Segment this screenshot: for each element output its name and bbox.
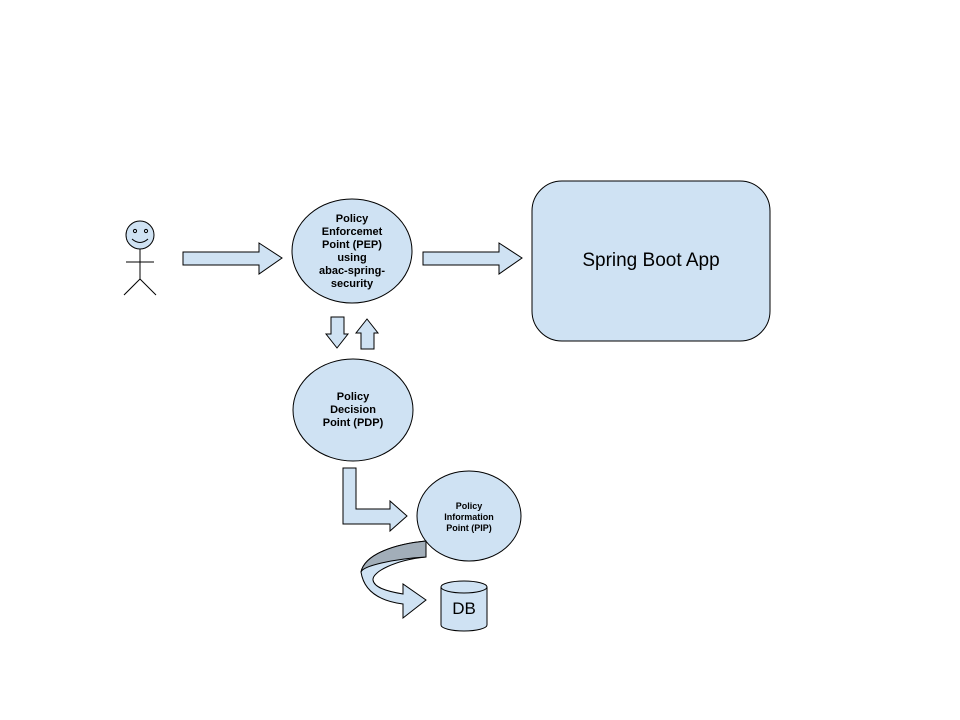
pep-label-line: security (330, 278, 374, 290)
pip-label-line: Point (PIP) (446, 522, 492, 533)
pip-node-shape (416, 470, 522, 562)
pdp-node-shape (292, 358, 414, 462)
pep-label-line: using (337, 252, 367, 264)
pip-label: Policy Information Point (PIP) (427, 499, 511, 535)
pep-label-line: abac-spring- (318, 265, 385, 277)
arrow-pdp-to-pep (354, 318, 380, 350)
spring-boot-app-shape (531, 180, 771, 342)
db-cylinder-shape (440, 580, 488, 632)
arrow-pep-to-pdp (324, 316, 350, 349)
arrow-pip-to-db (360, 540, 427, 620)
pep-label-line: Policy (335, 213, 369, 225)
pep-label-line: Enforcemet (321, 226, 383, 238)
pdp-label-line: Policy (336, 390, 370, 403)
pdp-label: Policy Decision Point (PDP) (303, 388, 403, 432)
pep-label-line: Point (PEP) (322, 239, 382, 251)
user-actor-icon (123, 220, 157, 296)
arrow-pdp-to-pip (342, 467, 408, 533)
pip-label-line: Information (444, 511, 494, 522)
pep-node-shape (291, 198, 413, 304)
pdp-label-line: Decision (330, 403, 376, 416)
pep-label: Policy Enforcemet Point (PEP) using abac… (302, 210, 402, 294)
arrow-pep-to-app (422, 242, 523, 275)
db-label: DB (452, 599, 476, 618)
spring-boot-app-label: Spring Boot App (582, 250, 720, 271)
pip-label-line: Policy (455, 500, 483, 511)
pdp-label-line: Point (PDP) (322, 416, 384, 429)
arrow-user-to-pep (182, 242, 283, 275)
